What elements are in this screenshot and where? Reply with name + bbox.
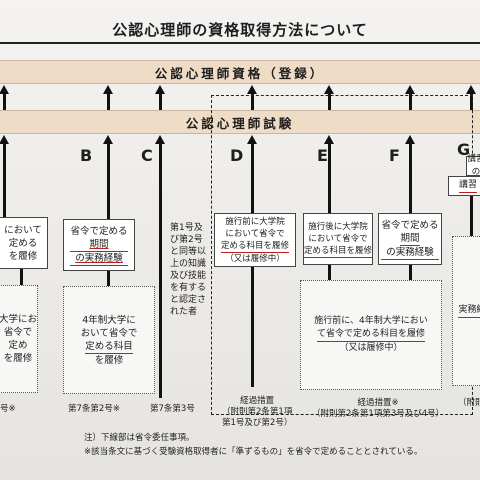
arrow-shaft [107, 143, 110, 219]
arrow-shaft [251, 267, 254, 387]
route-b-university-box: 4年制大学に おいて省令で 定める科目 を履修 [63, 286, 155, 394]
route-g-label: （附則 [458, 398, 480, 408]
arrow-head [155, 135, 165, 144]
note-underline: 注）下線部は省令委任事項。 [84, 433, 195, 443]
arrow-head [247, 85, 257, 94]
route-e-graduate-box: 施行後に大学院において省令で 定める科目を履修 [303, 213, 373, 265]
route-ef-label: 経過措置※（附則第2条第1項第3号及び4号） [312, 398, 445, 419]
arrow-head [405, 85, 415, 94]
arrow-shaft [107, 92, 110, 112]
arrow-shaft [20, 269, 23, 285]
route-b-experience-box: 省令で定める 期間 の実務経験 [63, 219, 135, 271]
arrow-shaft [159, 143, 162, 398]
arrow-shaft [328, 265, 331, 280]
arrow-head [247, 135, 257, 144]
left-route-box-2: 大学にお省令で定めを履修 [0, 285, 38, 393]
arrow-head [405, 135, 415, 144]
route-g-letter: G [457, 140, 471, 159]
arrow-head [103, 135, 113, 144]
note-asterisk: ※該当条文に基づく受験資格取得者に「準ずるもの」を省令で定めることとされている。 [84, 447, 423, 457]
qualification-band: 公認心理師資格（登録） [0, 60, 480, 84]
left-route-box-1: において定めるを履修 [0, 217, 48, 269]
arrow-head [0, 85, 9, 94]
left-route-label: 号※ [0, 404, 16, 414]
arrow-shaft [409, 92, 412, 112]
arrow-shaft [251, 143, 254, 213]
arrow-shaft [470, 92, 473, 112]
arrow-head [0, 135, 9, 144]
arrow-shaft [3, 92, 6, 112]
route-d-label: 経過措置（附則第2条第1項第1号及び第2号） [222, 396, 293, 428]
route-f-experience-box: 省令で定める 期間 の実務経験 [378, 213, 442, 265]
arrow-shaft [328, 92, 331, 112]
arrow-shaft [251, 92, 254, 112]
route-c-description: 第1号及び第2号と同等以上の知識及び技能を有すると認定された者 [170, 223, 207, 317]
route-c-letter: C [141, 146, 153, 165]
arrow-head [324, 85, 334, 94]
arrow-head [155, 85, 165, 94]
arrow-head [324, 135, 334, 144]
route-d-letter: D [230, 146, 244, 165]
exam-band: 公認心理師試験 [0, 110, 480, 134]
route-f-letter: F [389, 146, 400, 165]
route-b-letter: B [80, 146, 93, 165]
arrow-shaft [328, 143, 331, 213]
route-g-top-box: 講習の [466, 154, 480, 177]
arrow-shaft [409, 265, 412, 280]
route-e-letter: E [317, 146, 328, 165]
arrow-head [103, 85, 113, 94]
route-c-label: 第7条第3号 [150, 404, 195, 414]
page-title: 公認心理師の資格取得方法について [0, 16, 480, 44]
route-b-label: 第7条第2号※ [68, 404, 120, 414]
route-g-training-box: 講習 [448, 176, 480, 196]
arrow-shaft [470, 196, 473, 236]
arrow-shaft [159, 92, 162, 112]
arrow-head [466, 85, 476, 94]
arrow-shaft [107, 271, 110, 286]
arrow-shaft [3, 143, 6, 217]
route-d-graduate-box: 施行前に大学院において省令で 定める科目を履修 （又は履修中） [214, 213, 296, 267]
route-ef-university-box: 施行前に、4年制大学におい て省令で定める科目を履修 （又は履修中） [300, 280, 442, 390]
route-g-experience-box: 実務経 [452, 236, 480, 386]
arrow-shaft [409, 143, 412, 213]
